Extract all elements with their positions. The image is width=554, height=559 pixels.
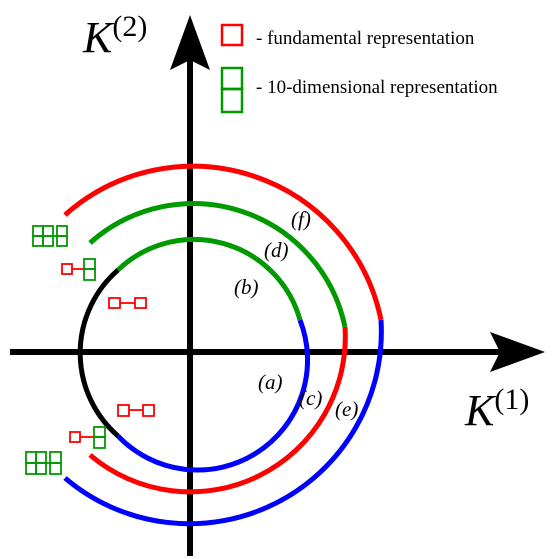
arc-f-red (63, 163, 384, 321)
arc-label-b: (b) (234, 275, 259, 299)
vertical-axis-arrowhead (170, 15, 210, 70)
y-axis-label: K(2) (82, 10, 147, 62)
fundamental-legend-icon (220, 23, 244, 47)
green-two-by-two-icon-lower (25, 451, 62, 475)
arc-label-f: (f) (291, 207, 311, 231)
legend: - fundamental representation - 10-dimens… (220, 23, 498, 114)
arc-labels: (a) (b) (c) (d) (e) (f) (234, 207, 358, 421)
arc-black (77, 268, 120, 438)
legend-fundamental-text: - fundamental representation (256, 28, 475, 49)
arc-e-blue (63, 319, 384, 527)
arc-label-a: (a) (258, 370, 283, 394)
young-diagrams (25, 225, 155, 475)
x-axis-label: K(1) (464, 383, 529, 435)
red-pair-icon-upper (108, 297, 147, 309)
ten-dim-legend-icon (220, 66, 244, 114)
red-green-pair-icon-upper (61, 258, 96, 281)
arc-c-red (88, 326, 348, 495)
arc-label-e: (e) (335, 397, 358, 421)
red-green-pair-icon-lower (69, 426, 106, 449)
legend-ten-dim-text: - 10-dimensional representation (256, 77, 498, 98)
arc-d-green (88, 201, 348, 328)
red-pair-icon-lower (117, 404, 155, 417)
arcs (63, 163, 384, 527)
horizontal-axis-arrowhead (490, 332, 545, 372)
axis-labels: K(2) K(1) (82, 10, 529, 435)
arc-label-d: (d) (264, 238, 289, 262)
arc-a-blue (116, 319, 311, 473)
green-two-by-two-icon-upper (32, 225, 68, 247)
arc-b-green (116, 237, 303, 321)
axes (10, 15, 545, 556)
arc-label-c: (c) (299, 386, 322, 410)
